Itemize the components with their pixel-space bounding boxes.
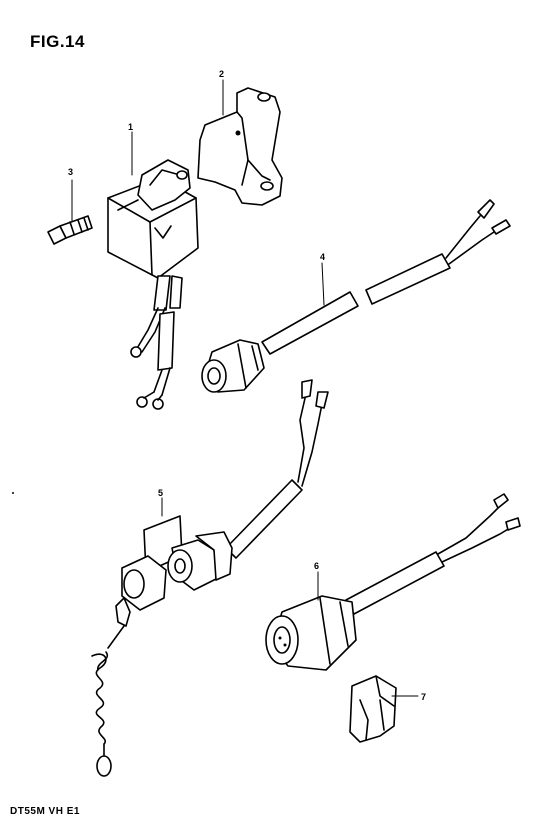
wire-harness-drawing bbox=[201, 199, 511, 393]
callout-4: 4 bbox=[320, 252, 325, 262]
speck bbox=[12, 492, 14, 494]
cdi-unit-drawing bbox=[107, 159, 199, 410]
model-code: DT55M VH E1 bbox=[10, 806, 80, 817]
callout-7: 7 bbox=[421, 692, 426, 702]
leader-line-4 bbox=[321, 262, 325, 306]
callout-1: 1 bbox=[128, 122, 133, 132]
callout-2: 2 bbox=[219, 69, 224, 79]
bracket-drawing bbox=[197, 87, 283, 206]
bolt-drawing bbox=[47, 215, 93, 245]
figure-title: FIG.14 bbox=[30, 32, 85, 51]
clip-drawing bbox=[349, 675, 397, 743]
switch-assembly-drawing bbox=[265, 493, 521, 671]
callout-3: 3 bbox=[68, 167, 73, 177]
callout-5: 5 bbox=[158, 488, 163, 498]
callout-6: 6 bbox=[314, 561, 319, 571]
emergency-stop-switch-drawing bbox=[91, 379, 329, 777]
